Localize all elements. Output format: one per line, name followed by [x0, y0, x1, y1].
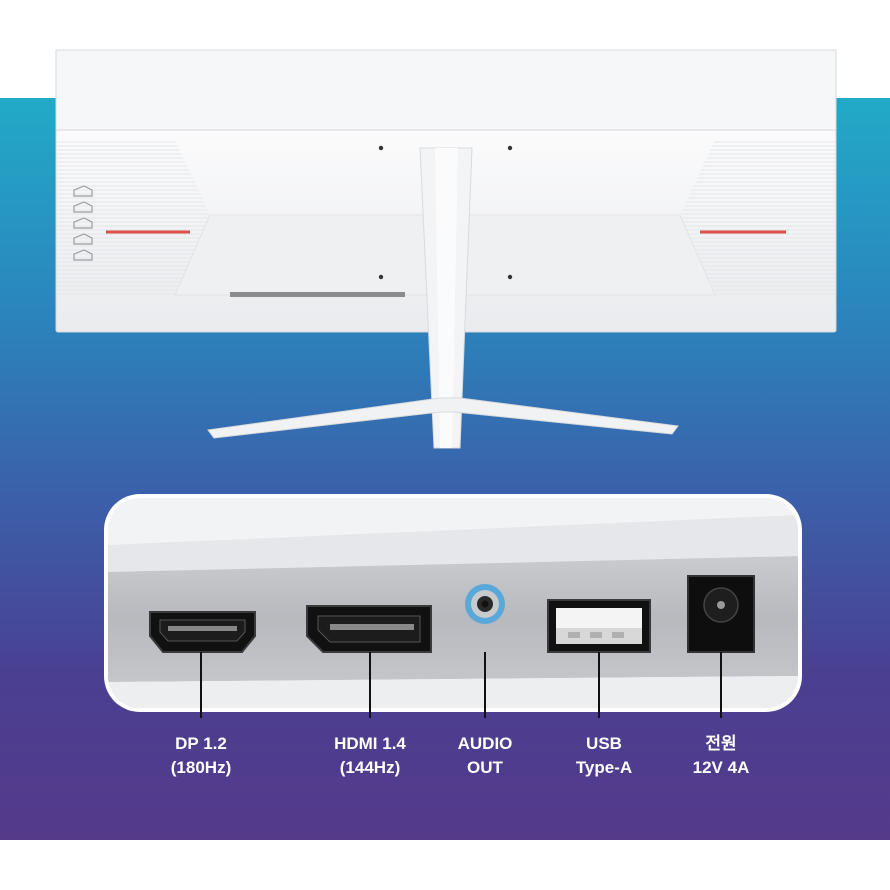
port-label-usb-line1: USB: [586, 734, 622, 753]
monitor-stand: [207, 147, 679, 449]
port-closeup: [104, 494, 802, 718]
port-label-usb: USB Type-A: [534, 732, 674, 780]
port-label-usb-line2: Type-A: [575, 758, 633, 777]
port-label-hdmi-line2: (144Hz): [339, 758, 401, 777]
port-label-audio-line1: AUDIO: [457, 734, 513, 753]
left-rib-panel: [57, 140, 210, 295]
port-label-dp-line1: DP 1.2: [175, 734, 227, 753]
port-label-hdmi: HDMI 1.4 (144Hz): [300, 732, 440, 780]
audio-jack-icon: [465, 584, 505, 624]
port-label-audio: AUDIO OUT: [415, 732, 555, 780]
displayport-icon: [149, 611, 256, 653]
right-rib-panel: [680, 140, 835, 295]
port-label-power-line2: 12V 4A: [692, 758, 750, 777]
port-label-hdmi-line1: HDMI 1.4: [334, 734, 406, 753]
power-jack-icon: [687, 575, 755, 653]
port-recess: [230, 292, 405, 297]
port-label-dp-line2: (180Hz): [170, 758, 232, 777]
control-buttons: [73, 185, 93, 261]
vesa-holes: [378, 145, 513, 280]
port-label-power-line1: 전원: [705, 734, 737, 753]
usb-icon: [547, 599, 651, 653]
leader-lines: [200, 652, 722, 718]
port-label-power: 전원 12V 4A: [651, 732, 791, 780]
hdmi-icon: [306, 605, 432, 653]
port-label-dp: DP 1.2 (180Hz): [131, 732, 271, 780]
port-label-audio-line2: OUT: [467, 758, 503, 777]
